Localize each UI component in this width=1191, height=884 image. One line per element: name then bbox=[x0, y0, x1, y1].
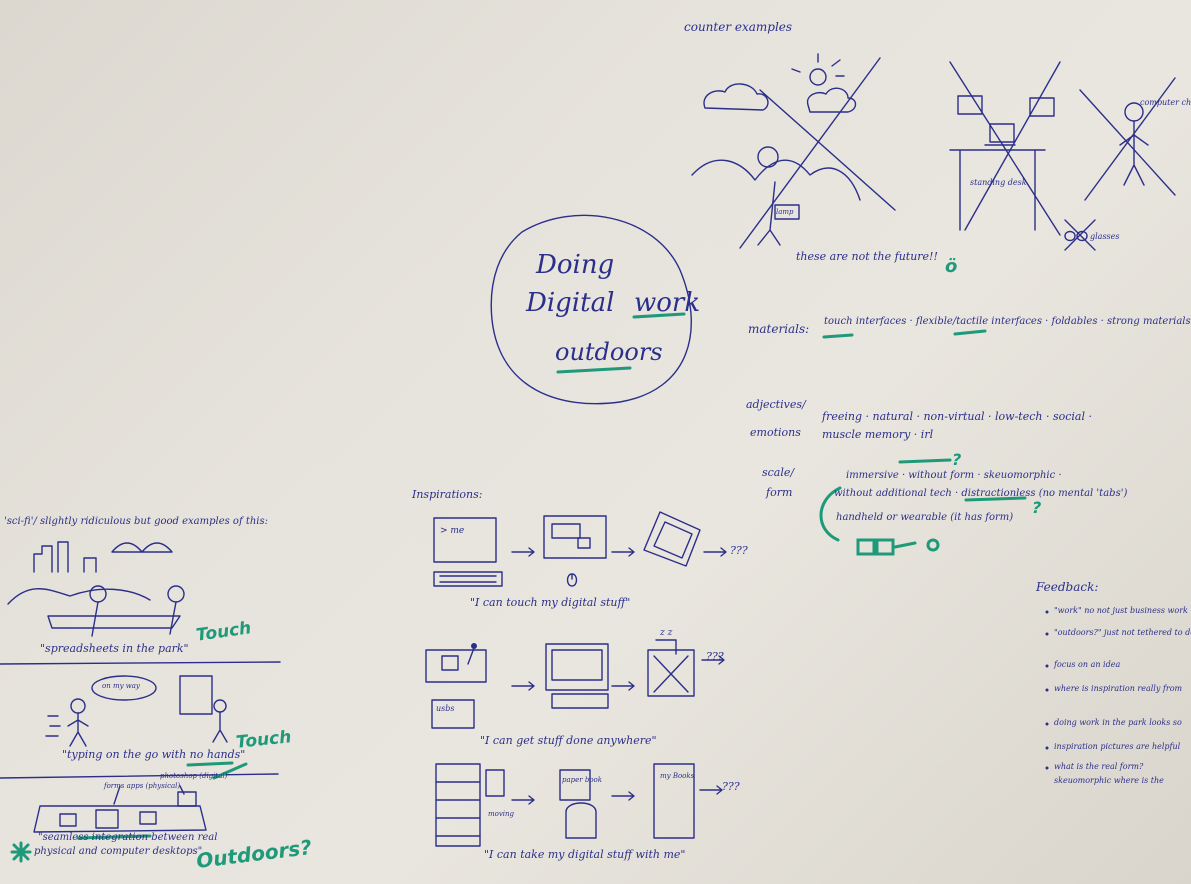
inspirations-qmarks-3: ??? bbox=[722, 780, 740, 793]
counter-computer: computer chip bbox=[1140, 98, 1191, 107]
counter-example-person bbox=[1064, 77, 1176, 251]
center-line3: work bbox=[634, 288, 701, 318]
form-underline bbox=[898, 458, 952, 464]
tactile-underline bbox=[953, 329, 987, 336]
scifi-caption-1: "spreadsheets in the park" bbox=[40, 642, 189, 655]
feedback-item: what is the real form? bbox=[1054, 762, 1144, 771]
inspirations-usbs: usbs bbox=[436, 704, 455, 713]
inspirations-qmarks-1: ??? bbox=[730, 544, 748, 557]
adjectives-line1: freeing · natural · non-virtual · low-te… bbox=[822, 410, 1092, 423]
inspiration-row-anywhere bbox=[425, 639, 725, 729]
feedback-bullets bbox=[1045, 610, 1049, 770]
feedback-item: skeuomorphic where is the bbox=[1054, 776, 1164, 785]
inspirations-zz: z z bbox=[660, 628, 673, 638]
center-bubble bbox=[490, 214, 692, 405]
scifi-typing-sketch bbox=[0, 675, 279, 779]
scifi-bubble: on my way bbox=[102, 682, 140, 690]
scifi-spreadsheets-sketch bbox=[0, 541, 281, 665]
feedback-item: where is inspiration really from bbox=[1054, 684, 1183, 693]
counter-lamp: lamp bbox=[776, 208, 794, 216]
adjectives-label2: emotions bbox=[750, 426, 801, 439]
inspirations-caption-1: "I can touch my digital stuff" bbox=[470, 596, 631, 609]
scifi-caption-2: "typing on the go with no hands" bbox=[62, 748, 246, 761]
wearable-sketch bbox=[856, 538, 940, 556]
distractionless-underline bbox=[964, 496, 1027, 502]
scifi-tag-1: forms apps (physical) bbox=[104, 782, 181, 790]
feedback-item: doing work in the park looks so bbox=[1054, 718, 1182, 727]
scifi-title: 'sci-fi'/ slightly ridiculous but good e… bbox=[4, 516, 268, 527]
counter-face: ö bbox=[945, 256, 958, 277]
feedback-title: Feedback: bbox=[1036, 580, 1099, 594]
outdoors-underline bbox=[556, 366, 632, 374]
counter-caption: these are not the future!! bbox=[796, 250, 938, 263]
nohands-underline bbox=[186, 761, 234, 767]
inspiration-row-take bbox=[435, 763, 723, 847]
scifi-caption-3b: physical and computer desktops" bbox=[34, 846, 203, 857]
star-icon bbox=[10, 841, 32, 863]
scale-line1: immersive · without form · skeuomorphic … bbox=[846, 470, 1062, 481]
scale-label2: form bbox=[766, 486, 793, 499]
feedback-item: "outdoors?" just not tethered to desks bbox=[1054, 628, 1191, 637]
counter-title: counter examples bbox=[684, 20, 793, 34]
scifi-desk-sketch bbox=[33, 785, 207, 833]
inspirations-caption-3: "I can take my digital stuff with me" bbox=[484, 848, 686, 861]
scale-label1: scale/ bbox=[762, 466, 795, 479]
inspirations-qmarks-2: ??? bbox=[706, 650, 724, 663]
adjectives-line2: muscle memory · irl bbox=[822, 428, 934, 441]
scale-line2: without additional tech · distractionles… bbox=[834, 488, 1128, 499]
feedback-item: inspiration pictures are helpful bbox=[1054, 742, 1181, 751]
inspirations-ebook: my Books bbox=[660, 772, 695, 780]
center-line1: Doing bbox=[536, 250, 615, 280]
inspirations-paperbook: paper book bbox=[562, 776, 603, 784]
feedback-item: "work" no not just business work bbox=[1054, 606, 1188, 615]
scifi-tag-2: photoshop (digital) bbox=[160, 772, 228, 780]
inspiration-row-touch bbox=[433, 511, 727, 587]
inspirations-title: Inspirations: bbox=[412, 488, 483, 501]
counter-glasses: glasses bbox=[1090, 232, 1120, 241]
materials-text: touch interfaces · flexible/tactile inte… bbox=[824, 316, 1191, 327]
center-line4: outdoors bbox=[555, 338, 663, 366]
counter-example-standing-desk bbox=[949, 61, 1061, 236]
work-underline bbox=[632, 312, 686, 319]
scale-line3: handheld or wearable (it has form) bbox=[836, 512, 1014, 523]
touch2-underline bbox=[212, 762, 248, 780]
materials-label: materials: bbox=[748, 322, 810, 336]
seamless-underline bbox=[76, 834, 152, 840]
inspirations-prompt: > me bbox=[440, 526, 465, 536]
adjectives-label1: adjectives/ bbox=[746, 398, 806, 411]
counter-standing: standing desk bbox=[970, 178, 1027, 187]
scale-bracket bbox=[819, 486, 842, 542]
touch-underline bbox=[822, 333, 854, 339]
inspirations-caption-2: "I can get stuff done anywhere" bbox=[480, 734, 657, 747]
scifi-caption-3a: "seamless integration between real bbox=[38, 832, 218, 843]
counter-example-landscape bbox=[691, 53, 896, 249]
scale-question1: ? bbox=[952, 450, 962, 469]
center-line2: Digital bbox=[526, 288, 615, 318]
feedback-item: focus on an idea bbox=[1054, 660, 1121, 669]
inspirations-moving: moving bbox=[488, 810, 515, 818]
scale-question2: ? bbox=[1032, 498, 1042, 517]
